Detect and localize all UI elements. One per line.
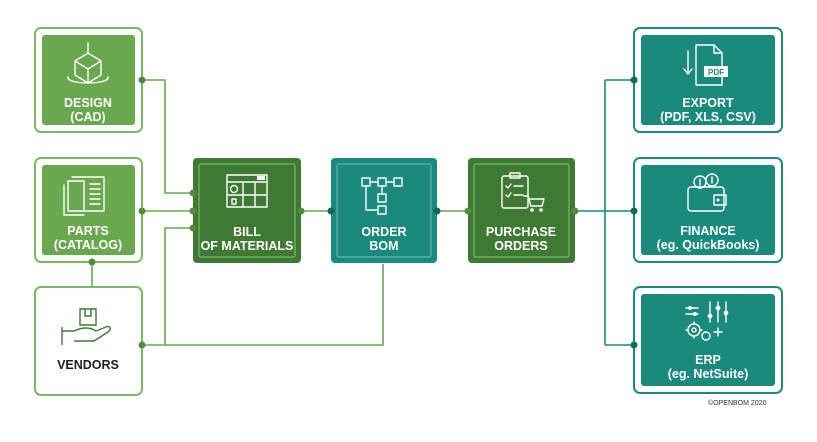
order-bom-label-line1: ORDER (361, 225, 406, 239)
dot-finance-in (630, 207, 638, 215)
dot-design-out (138, 76, 146, 84)
box-in-hand-icon (61, 308, 111, 345)
spreadsheet-icon (226, 174, 268, 208)
parts-label-line2: (CATALOG) (54, 238, 122, 252)
checklist-cart-icon (501, 172, 545, 212)
dot-purchase-in (464, 207, 472, 215)
connector-vendors-bom (142, 227, 193, 346)
dot-orderbom-in (327, 207, 335, 215)
copyright-text: ©OPENBOM 2020 (708, 399, 767, 407)
cube-icon (67, 42, 109, 84)
node-purchase-orders: PURCHASE ORDERS (468, 158, 575, 263)
node-finance: FINANCE (eg. QuickBooks) (633, 157, 783, 263)
pdf-file-icon: PDF (683, 44, 728, 86)
export-label-line1: EXPORT (682, 96, 734, 110)
node-design: DESIGN (CAD) (34, 27, 143, 133)
dot-bom-out (297, 207, 305, 215)
parts-label-line1: PARTS (67, 224, 108, 238)
purchase-label-line2: ORDERS (494, 239, 547, 253)
dot-bom-in-3 (189, 224, 197, 232)
dot-parts-out (138, 207, 146, 215)
bom-label-line2: OF MATERIALS (201, 239, 294, 253)
dot-purchase-out (571, 207, 579, 215)
node-export: PDF EXPORT (PDF, XLS, CSV) (633, 27, 783, 133)
dot-orderbom-out (433, 207, 441, 215)
dot-erp-in (630, 341, 638, 349)
erp-label-line2: (eg. NetSuite) (668, 367, 749, 381)
node-bom: BILL OF MATERIALS (193, 158, 301, 263)
pdf-badge-text: PDF (708, 68, 724, 77)
bom-label-line1: BILL (233, 225, 261, 239)
node-vendors: VENDORS (34, 286, 143, 396)
dot-bom-in-1 (189, 189, 197, 197)
wallet-icon (687, 173, 727, 212)
finance-label-line2: (eg. QuickBooks) (657, 238, 760, 252)
purchase-label-line1: PURCHASE (486, 225, 556, 239)
design-label-line1: DESIGN (64, 96, 112, 110)
dot-bom-in-2 (189, 207, 197, 215)
node-parts: PARTS (CATALOG) (34, 157, 143, 263)
dot-export-in (630, 76, 638, 84)
gears-sliders-icon (685, 301, 729, 341)
connector-design-bom (142, 79, 193, 194)
export-label-line2: (PDF, XLS, CSV) (660, 110, 756, 124)
finance-label-line1: FINANCE (680, 224, 736, 238)
node-order-bom: ORDER BOM (331, 158, 437, 263)
design-label-line2: (CAD) (70, 110, 105, 124)
dot-parts-bottom (88, 258, 96, 266)
junction-dots (88, 76, 638, 349)
erp-label-line1: ERP (695, 353, 721, 367)
vendors-label: VENDORS (57, 358, 119, 372)
hierarchy-icon (361, 177, 403, 215)
dot-vendors-out (138, 341, 146, 349)
connector-vendors-orderbom (165, 264, 384, 346)
connectors (91, 79, 634, 346)
node-erp: ERP (eg. NetSuite) (633, 286, 783, 394)
catalog-book-icon (63, 176, 105, 216)
order-bom-label-line2: BOM (369, 239, 398, 253)
